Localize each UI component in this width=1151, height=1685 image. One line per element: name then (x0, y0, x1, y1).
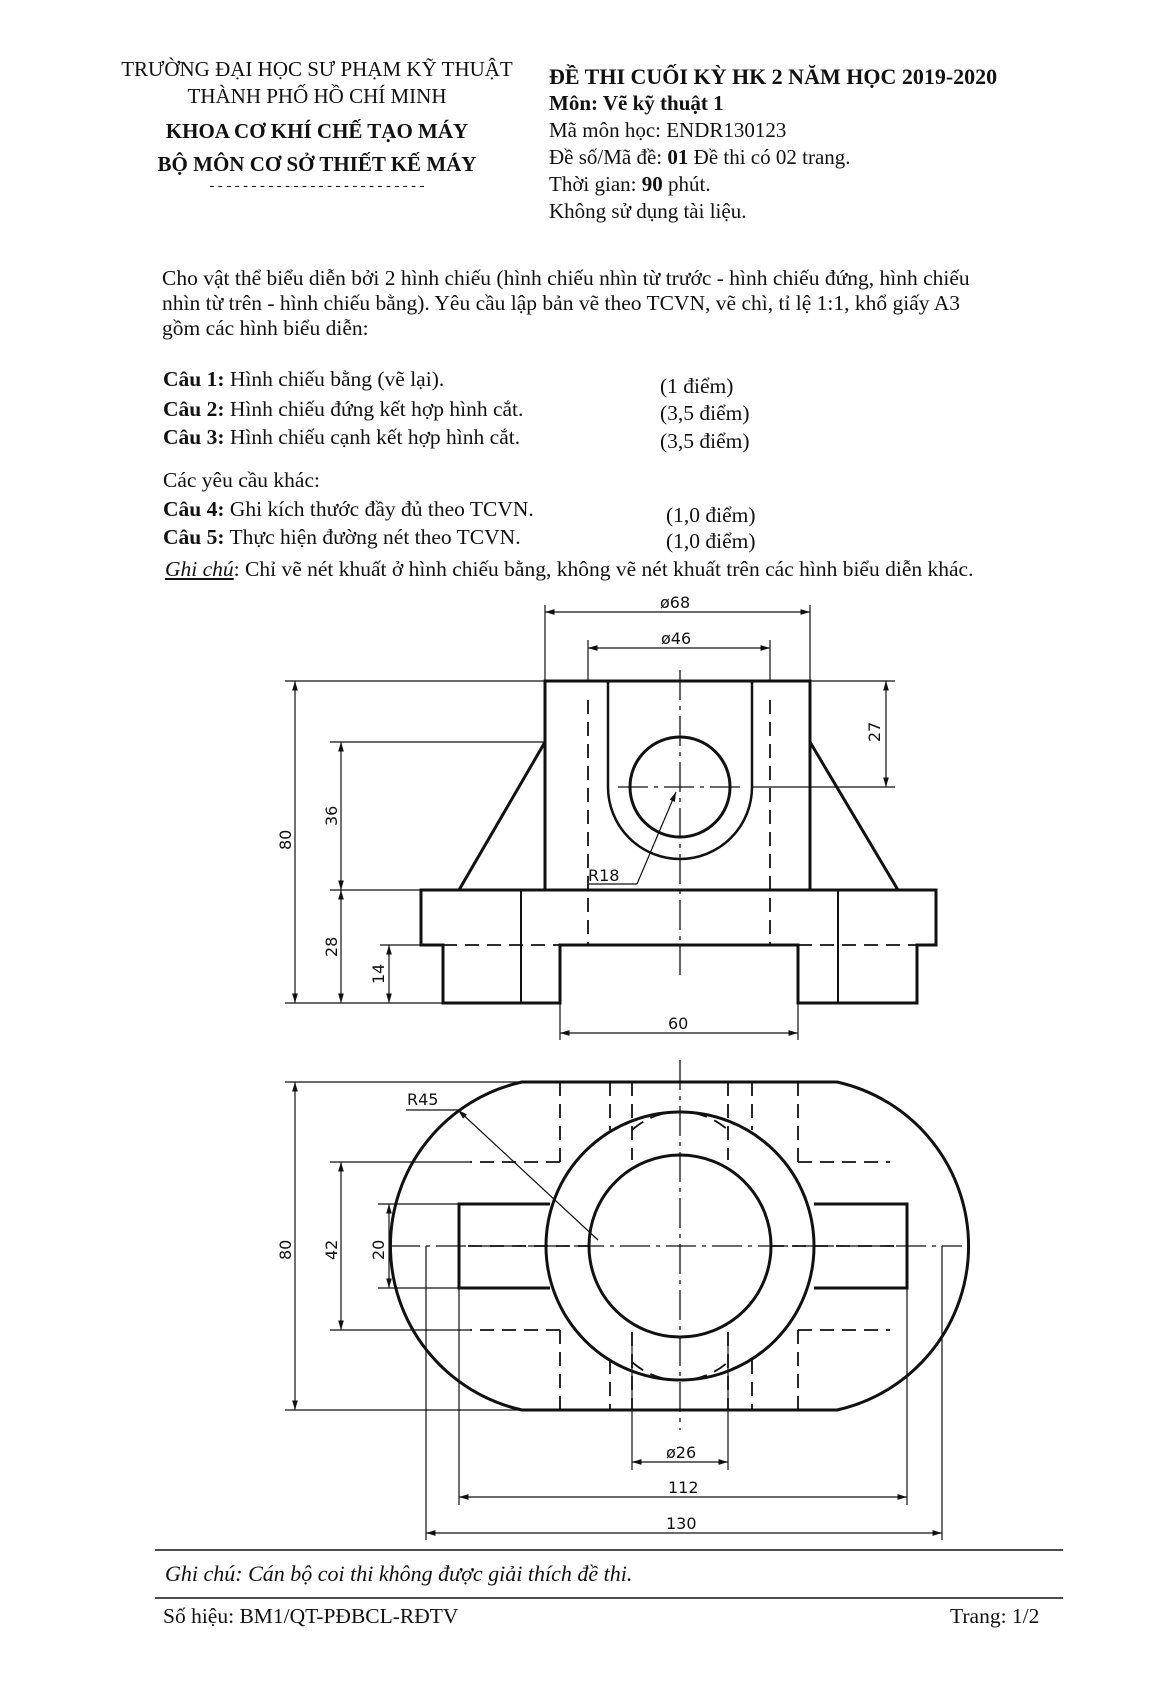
dim-front-d68: ø68 (660, 593, 690, 612)
question-5: Câu 5: Thực hiện đường nét theo TCVN. (163, 524, 521, 551)
question-2: Câu 2: Hình chiếu đứng kết hợp hình cắt. (163, 396, 523, 423)
school-name-block: TRƯỜNG ĐẠI HỌC SƯ PHẠM KỸ THUẬT THÀNH PH… (112, 56, 522, 194)
dim-top-r45: R45 (407, 1090, 438, 1109)
dim-top-d80: 80 (276, 1240, 295, 1260)
subject-label: Môn: (549, 91, 598, 115)
intro-paragraph: Cho vật thể biểu diễn bởi 2 hình chiếu (… (162, 266, 970, 341)
question-points: (3,5 điểm) (660, 401, 750, 425)
time-suffix: phút. (668, 172, 711, 196)
dim-top-d42: 42 (322, 1240, 341, 1260)
top-hidden-lines (468, 1082, 900, 1410)
question-label: Câu 3: (163, 425, 225, 449)
page-number: Trang: 1/2 (950, 1604, 1040, 1628)
drawing-note: Ghi chú: Chỉ vẽ nét khuất ở hình chiếu b… (165, 556, 973, 583)
front-outline (419, 679, 938, 1005)
question-1: Câu 1: Hình chiếu bằng (vẽ lại). (163, 366, 444, 393)
question-4: Câu 4: Ghi kích thước đầy đủ theo TCVN. (163, 496, 534, 523)
question-points: (1,0 điểm) (666, 503, 756, 527)
question-3: Câu 3: Hình chiếu cạnh kết hợp hình cắt. (163, 424, 520, 451)
dim-top-d20: 20 (369, 1240, 388, 1260)
front-hidden-lines (443, 700, 917, 946)
dim-front-d14: 14 (369, 964, 388, 984)
dim-top-d130: 130 (666, 1514, 697, 1533)
question-text: Hình chiếu bằng (vẽ lại). (229, 367, 445, 391)
exam-code-line: Đề số/Mã đề: 01 Đề thi có 02 trang. (549, 144, 997, 171)
dim-front-d28: 28 (322, 937, 341, 957)
front-dimensions (285, 605, 895, 1040)
front-center-lines (618, 670, 742, 975)
drawing-note-label: Ghi chú (165, 557, 234, 581)
top-view: R45 80 42 20 ø26 112 130 (276, 1060, 970, 1540)
footer-note: Ghi chú: Cán bộ coi thi không được giải … (165, 1561, 633, 1586)
dim-top-d26: ø26 (666, 1443, 696, 1462)
question-label: Câu 5: (163, 525, 225, 549)
top-dimensions (285, 1081, 943, 1540)
dim-front-d80: 80 (276, 830, 295, 850)
question-points: (1 điểm) (660, 374, 734, 398)
exam-info-block: ĐỀ THI CUỐI KỲ HK 2 NĂM HỌC 2019-2020 Mô… (549, 64, 997, 225)
dim-front-d27: 27 (865, 722, 884, 742)
question-text: Thực hiện đường nét theo TCVN. (229, 525, 521, 549)
department-name: BỘ MÔN CƠ SỞ THIẾT KẾ MÁY (157, 152, 477, 176)
time-value: 90 (641, 172, 663, 196)
question-points: (3,5 điểm) (660, 429, 750, 453)
subject-line: Môn: Vẽ kỹ thuật 1 (549, 90, 997, 117)
materials-note: Không sử dụng tài liệu. (549, 199, 747, 223)
course-code: Mã môn học: ENDR130123 (549, 118, 787, 142)
subject-name: Vẽ kỹ thuật 1 (602, 91, 724, 115)
header-divider: -------------------------- (207, 179, 427, 195)
dim-front-d60: 60 (668, 1014, 688, 1033)
exam-title: ĐỀ THI CUỐI KỲ HK 2 NĂM HỌC 2019-2020 (549, 64, 998, 89)
question-label: Câu 2: (163, 397, 225, 421)
exam-code-prefix: Đề số/Mã đề: (549, 145, 663, 169)
drawing-note-text: : Chỉ vẽ nét khuất ở hình chiếu bằng, kh… (233, 557, 974, 581)
question-text: Hình chiếu đứng kết hợp hình cắt. (229, 397, 524, 421)
faculty-name: KHOA CƠ KHÍ CHẾ TẠO MÁY (165, 119, 469, 143)
question-points: (1,0 điểm) (666, 529, 756, 553)
exam-code: 01 (667, 145, 689, 169)
intro-line2: nhìn từ trên - hình chiếu bằng). Yêu cầu… (162, 291, 961, 315)
dim-front-d46: ø46 (661, 629, 691, 648)
top-outline (389, 1080, 970, 1412)
time-line: Thời gian: 90 phút. (549, 171, 997, 198)
exam-code-suffix: Đề thi có 02 trang. (693, 145, 851, 169)
question-text: Hình chiếu cạnh kết hợp hình cắt. (229, 425, 521, 449)
dim-front-r18: R18 (588, 866, 619, 885)
intro-line1: Cho vật thể biểu diễn bởi 2 hình chiếu (… (162, 266, 970, 290)
document-code: Số hiệu: BM1/QT-PĐBCL-RĐTV (163, 1604, 459, 1628)
question-label: Câu 1: (163, 367, 225, 391)
question-text: Ghi kích thước đầy đủ theo TCVN. (229, 497, 534, 521)
front-view: ø68 ø46 27 80 36 28 14 R18 60 (276, 593, 938, 1040)
school-name-line2: THÀNH PHỐ HỒ CHÍ MINH (187, 84, 447, 108)
question-label: Câu 4: (163, 497, 225, 521)
other-requirements-heading: Các yêu cầu khác: (163, 468, 320, 492)
dim-top-d112: 112 (668, 1478, 699, 1497)
intro-line3: gồm các hình biểu diễn: (162, 316, 369, 340)
dim-front-d36: 36 (322, 806, 341, 826)
school-name-line1: TRƯỜNG ĐẠI HỌC SƯ PHẠM KỸ THUẬT (121, 57, 513, 81)
top-center-lines (390, 1060, 962, 1430)
time-prefix: Thời gian: (549, 172, 637, 196)
